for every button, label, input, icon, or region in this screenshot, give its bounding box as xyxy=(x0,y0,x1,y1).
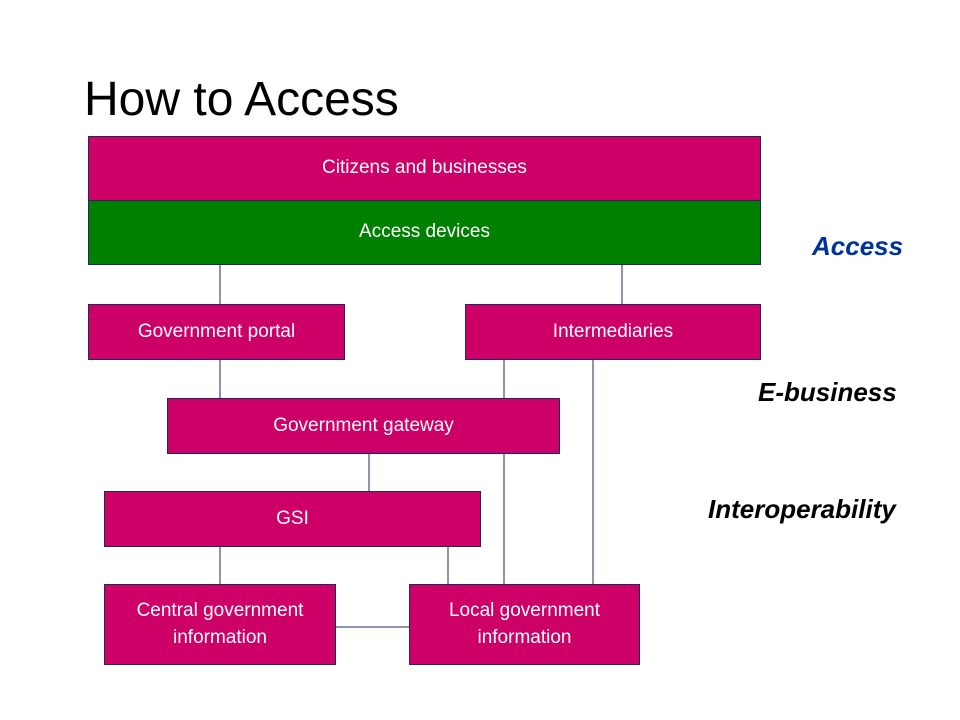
page-title: How to Access xyxy=(84,73,399,126)
government-gateway-box: Government gateway xyxy=(167,398,560,454)
intermediaries-box: Intermediaries xyxy=(465,304,761,360)
central-government-information-box: Central government information xyxy=(104,584,336,665)
government-portal-box: Government portal xyxy=(88,304,345,360)
access-layer-label: Access xyxy=(812,231,904,261)
ebusiness-layer-label: E-business xyxy=(758,377,897,407)
local-government-information-box: Local government information xyxy=(409,584,640,665)
interoperability-layer-label: Interoperability xyxy=(708,494,896,524)
access-devices-box: Access devices xyxy=(88,200,761,265)
gsi-box: GSI xyxy=(104,491,481,547)
citizens-businesses-box: Citizens and businesses xyxy=(88,136,761,201)
